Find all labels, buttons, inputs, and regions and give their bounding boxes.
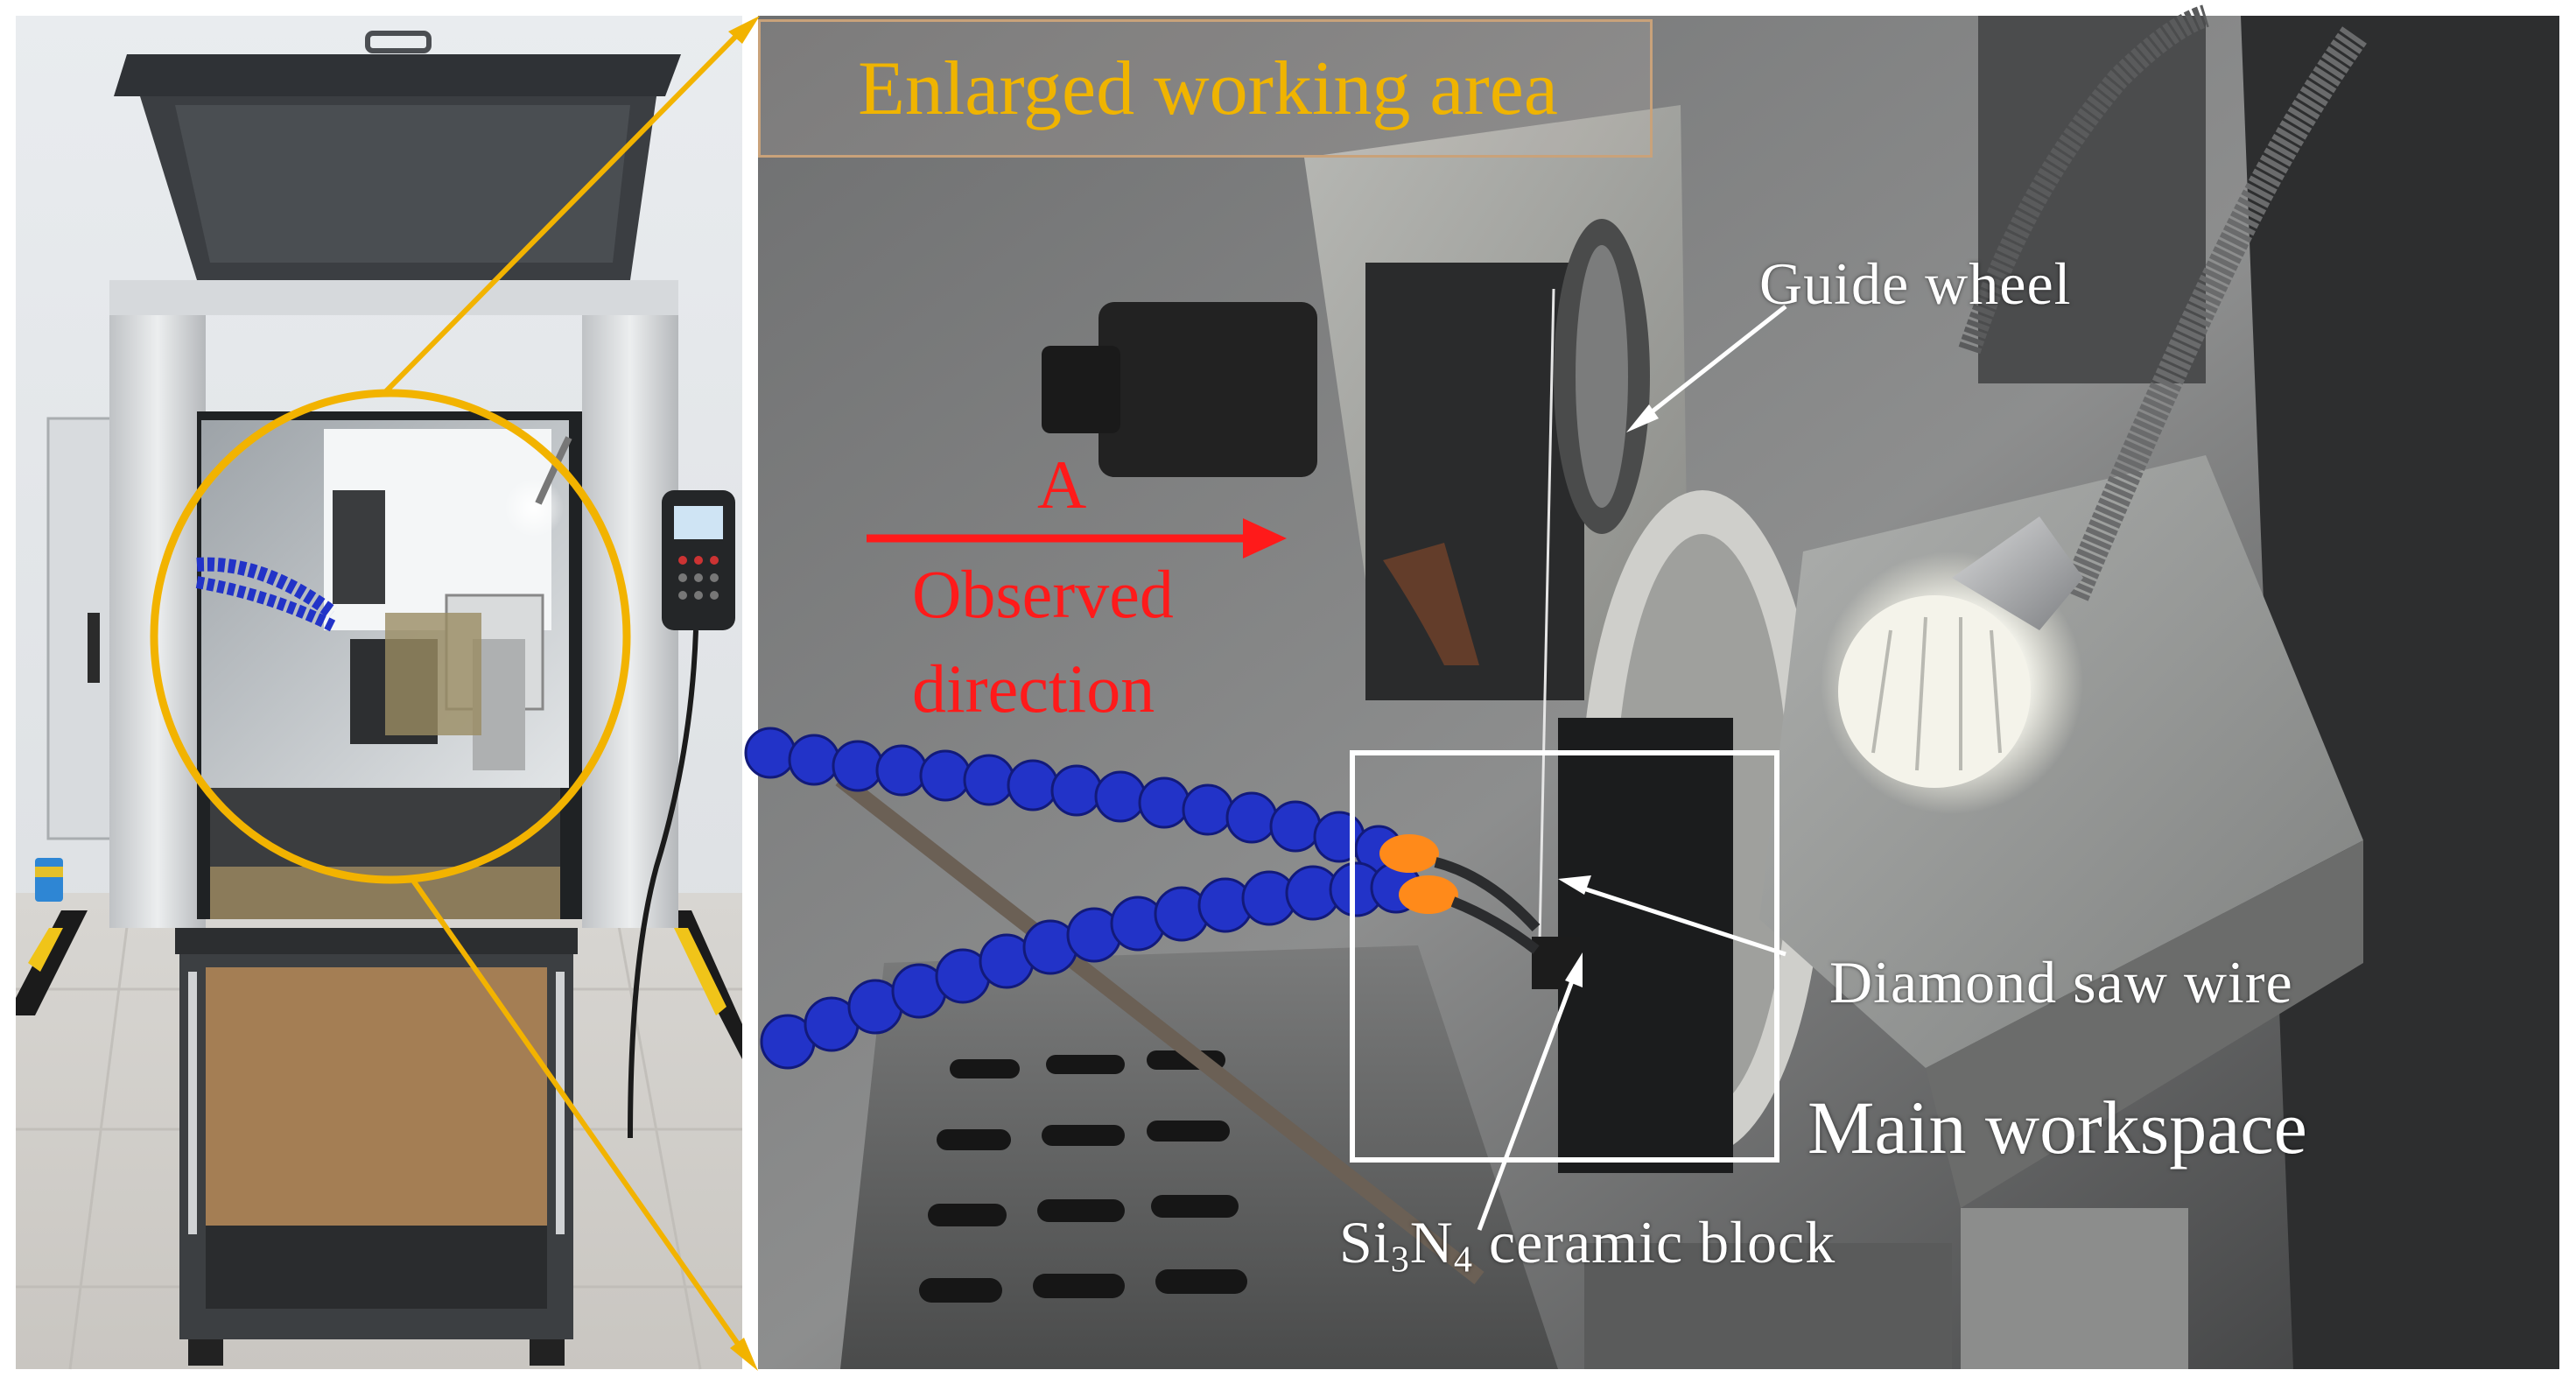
left-photo: [16, 16, 742, 1370]
ceramic-block-pointer: [1477, 971, 1578, 1231]
callout-arrowhead-top: [728, 16, 760, 44]
ceramic-sub-4: 4: [1453, 1239, 1473, 1281]
callout-arrowhead-bottom: [730, 1338, 758, 1371]
callout-circle: [150, 389, 631, 884]
ceramic-n: N: [1409, 1209, 1454, 1275]
saw-wire-arrowhead: [1558, 875, 1591, 895]
ceramic-block-arrowhead: [1565, 952, 1583, 987]
right-photo: [744, 4, 2559, 1369]
main-workspace-box: [1350, 750, 1779, 1163]
observed-direction-a-label: A: [1037, 446, 1087, 523]
main-workspace-label: Main workspace: [1807, 1085, 2307, 1170]
callout-line-bottom: [409, 876, 748, 1357]
ceramic-si: Si: [1339, 1209, 1391, 1275]
diamond-saw-wire-label: Diamond saw wire: [1829, 949, 2293, 1015]
observed-direction-label-line1: Observed: [912, 556, 1174, 632]
figure-title: Enlarged working area: [858, 46, 1558, 131]
observed-direction-label-line2: direction: [912, 650, 1155, 727]
ceramic-block-label: Si3N4 ceramic block: [1339, 1209, 1836, 1278]
guide-wheel-arrowhead: [1626, 404, 1659, 432]
ceramic-rest: ceramic block: [1472, 1209, 1836, 1275]
guide-wheel-pointer: [1639, 305, 1787, 422]
ceramic-sub-3: 3: [1390, 1239, 1410, 1281]
guide-wheel-label: Guide wheel: [1759, 250, 2072, 317]
callout-line-top: [383, 24, 748, 395]
saw-wire-pointer: [1575, 883, 1786, 957]
observed-direction-arrowhead: [1243, 518, 1287, 559]
title-box: Enlarged working area: [758, 19, 1653, 158]
